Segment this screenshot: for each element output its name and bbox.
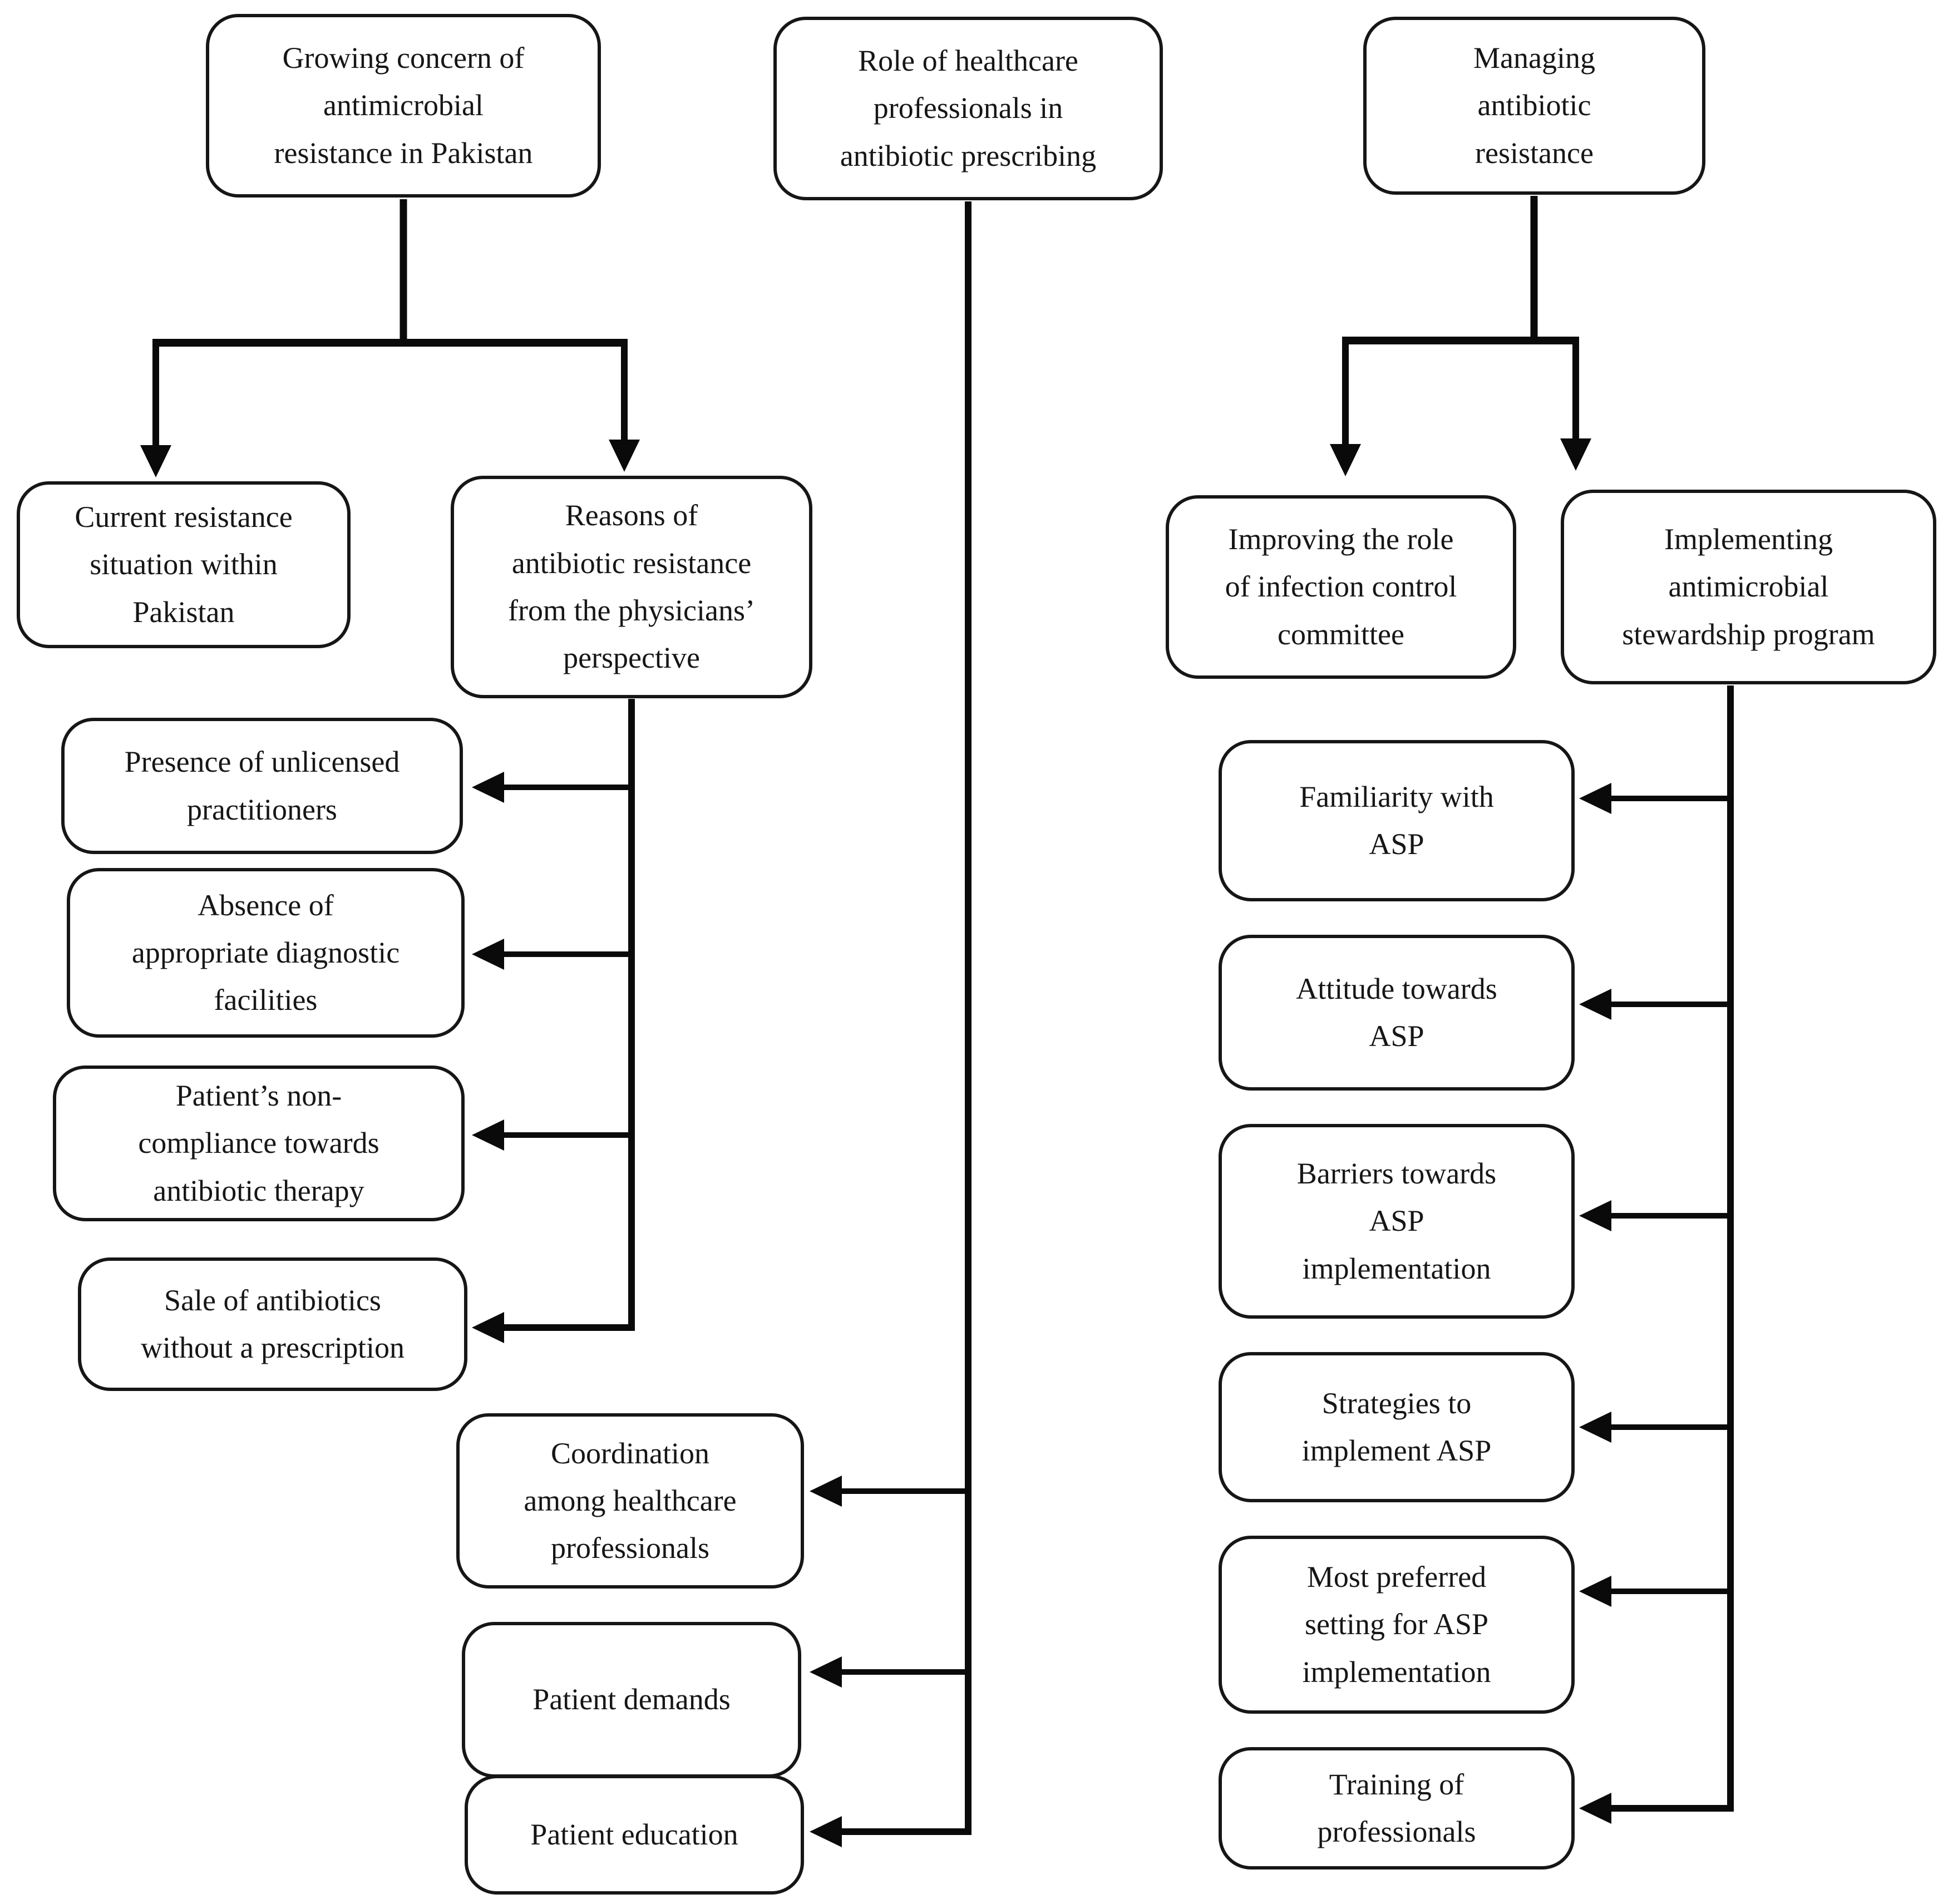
- node-patient-non-compliance: Patient’s non- compliance towards antibi…: [53, 1066, 465, 1221]
- node-barriers-towards-asp: Barriers towards ASP implementation: [1219, 1124, 1575, 1319]
- node-role-healthcare-professionals: Role of healthcare professionals in anti…: [773, 17, 1163, 200]
- edge-reasons-spine: [472, 699, 635, 1343]
- node-training-of-professionals: Training of professionals: [1219, 1747, 1575, 1870]
- node-attitude-towards-asp: Attitude towards ASP: [1219, 935, 1575, 1091]
- node-patient-education: Patient education: [465, 1775, 804, 1895]
- node-patient-demands: Patient demands: [462, 1622, 801, 1778]
- node-growing-concern: Growing concern of antimicrobial resista…: [206, 14, 601, 198]
- node-preferred-setting-asp: Most preferred setting for ASP implement…: [1219, 1536, 1575, 1714]
- node-implementing-asp: Implementing antimicrobial stewardship p…: [1561, 490, 1936, 684]
- node-infection-control-committee: Improving the role of infection control …: [1166, 495, 1516, 679]
- node-sale-without-prescription: Sale of antibiotics without a prescripti…: [78, 1257, 467, 1391]
- node-reasons-of-antibiotic-resistance: Reasons of antibiotic resistance from th…: [451, 476, 812, 698]
- edge-role-healthcare-spine: [810, 201, 972, 1847]
- node-absence-diagnostic-facilities: Absence of appropriate diagnostic facili…: [67, 868, 465, 1038]
- node-familiarity-with-asp: Familiarity with ASP: [1219, 740, 1575, 901]
- edge-implementing-asp-spine: [1579, 685, 1734, 1824]
- node-strategies-to-implement-asp: Strategies to implement ASP: [1219, 1352, 1575, 1502]
- node-coordination-healthcare-professionals: Coordination among healthcare profession…: [456, 1413, 804, 1589]
- node-unlicensed-practitioners: Presence of unlicensed practitioners: [61, 718, 463, 854]
- edge-managing-resistance-split: [1330, 196, 1591, 476]
- edge-growing-concern-split: [140, 199, 640, 477]
- node-current-resistance-situation: Current resistance situation within Paki…: [17, 481, 351, 648]
- node-managing-antibiotic-resistance: Managing antibiotic resistance: [1363, 17, 1705, 195]
